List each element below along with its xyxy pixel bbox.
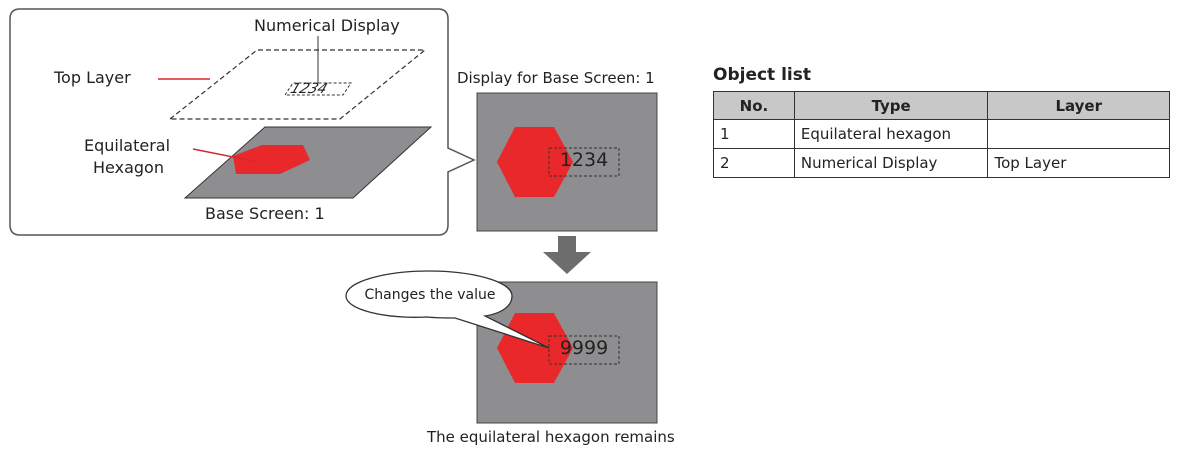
display-after-hexagon bbox=[497, 313, 573, 383]
display-before-title: Display for Base Screen: 1 bbox=[457, 69, 655, 87]
numerical-display-label: Numerical Display bbox=[254, 16, 400, 35]
cell-no: 2 bbox=[713, 148, 795, 178]
table-row: 2 Numerical Display Top Layer bbox=[713, 148, 1170, 178]
equilateral-label: Equilateral bbox=[84, 136, 171, 155]
object-list-table: No. Type Layer 1 Equilateral hexagon 2 N… bbox=[713, 91, 1170, 178]
layers-callout-box bbox=[9, 8, 476, 236]
header-no: No. bbox=[713, 91, 795, 120]
top-layer-small-value: 1234 bbox=[288, 81, 330, 97]
display-after-value-box bbox=[548, 335, 620, 365]
base-hexagon bbox=[233, 145, 310, 174]
display-after-caption: The equilateral hexagon remains bbox=[427, 428, 675, 446]
base-screen-plane bbox=[183, 126, 433, 199]
speech-text: Changes the value bbox=[364, 287, 496, 303]
base-screen-label: Base Screen: 1 bbox=[205, 204, 325, 223]
cell-type: Numerical Display bbox=[793, 148, 989, 178]
display-before-hexagon bbox=[497, 127, 573, 197]
display-after-value: 9999 bbox=[559, 337, 609, 359]
hexagon-leader bbox=[192, 148, 259, 163]
top-layer-plane bbox=[168, 49, 427, 120]
top-layer-label: Top Layer bbox=[54, 68, 131, 87]
display-before-value-box bbox=[548, 147, 620, 177]
cell-layer: Top Layer bbox=[987, 148, 1170, 178]
table-row: 1 Equilateral hexagon bbox=[713, 119, 1170, 149]
down-arrow bbox=[543, 236, 591, 274]
cell-type: Equilateral hexagon bbox=[793, 119, 989, 149]
display-before-value: 1234 bbox=[559, 149, 609, 171]
speech-bubble bbox=[345, 270, 550, 349]
header-layer: Layer bbox=[987, 91, 1170, 120]
hexagon-label: Hexagon bbox=[93, 158, 164, 177]
table-header-row: No. Type Layer bbox=[713, 91, 1170, 120]
cell-no: 1 bbox=[713, 119, 795, 149]
header-type: Type bbox=[793, 91, 989, 120]
top-layer-numerical-box bbox=[284, 82, 352, 96]
cell-layer bbox=[987, 119, 1170, 149]
object-list-title: Object list bbox=[713, 65, 811, 85]
